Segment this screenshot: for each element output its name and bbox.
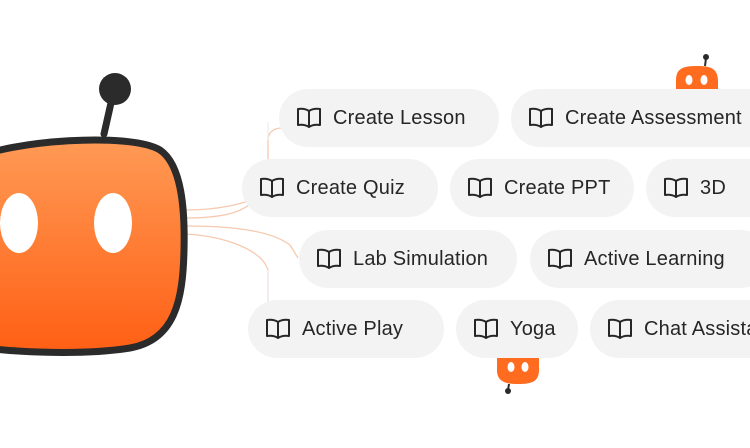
book-icon — [295, 104, 323, 132]
antenna-ball — [99, 73, 131, 105]
feature-chip-label: Active Play — [302, 317, 404, 340]
feature-chip-create-ppt[interactable]: Create PPT — [450, 159, 634, 217]
feature-chip-lab-simulation[interactable]: Lab Simulation — [299, 230, 517, 288]
book-icon — [466, 174, 494, 202]
feature-chip-label: 3D — [700, 176, 726, 199]
feature-chip-chat-assistant[interactable]: Chat Assistant — [590, 300, 750, 358]
mascot-eye-right — [94, 193, 132, 253]
mascot-eye-left — [0, 193, 38, 253]
feature-chip-active-learning[interactable]: Active Learning — [530, 230, 750, 288]
feature-chip-label: Lab Simulation — [353, 247, 489, 270]
feature-chip-yoga[interactable]: Yoga — [456, 300, 578, 358]
book-icon — [315, 245, 343, 273]
book-icon — [546, 245, 574, 273]
feature-chip-create-quiz[interactable]: Create Quiz — [242, 159, 438, 217]
feature-chip-label: Active Learning — [584, 247, 725, 270]
mascot-robot-large — [0, 73, 188, 356]
feature-chip-label: Chat Assistant — [644, 317, 750, 340]
feature-chip-label: Create Lesson — [333, 106, 466, 129]
feature-chip-label: Create PPT — [504, 176, 611, 199]
feature-chip-label: Create Quiz — [296, 176, 405, 199]
feature-chip-create-assessment[interactable]: Create Assessment — [511, 89, 750, 147]
book-icon — [258, 174, 286, 202]
feature-chip-3d[interactable]: 3D — [646, 159, 750, 217]
feature-chip-label: Yoga — [510, 317, 556, 340]
mascot-body — [0, 136, 188, 356]
feature-chip-create-lesson[interactable]: Create Lesson — [279, 89, 499, 147]
book-icon — [472, 315, 500, 343]
feature-chip-label: Create Assessment — [565, 106, 742, 129]
book-icon — [264, 315, 292, 343]
feature-chip-active-play[interactable]: Active Play — [248, 300, 444, 358]
mascot-robot-small-top — [676, 54, 718, 96]
mascot-robot-small-bottom — [497, 354, 539, 394]
book-icon — [662, 174, 690, 202]
book-icon — [527, 104, 555, 132]
book-icon — [606, 315, 634, 343]
